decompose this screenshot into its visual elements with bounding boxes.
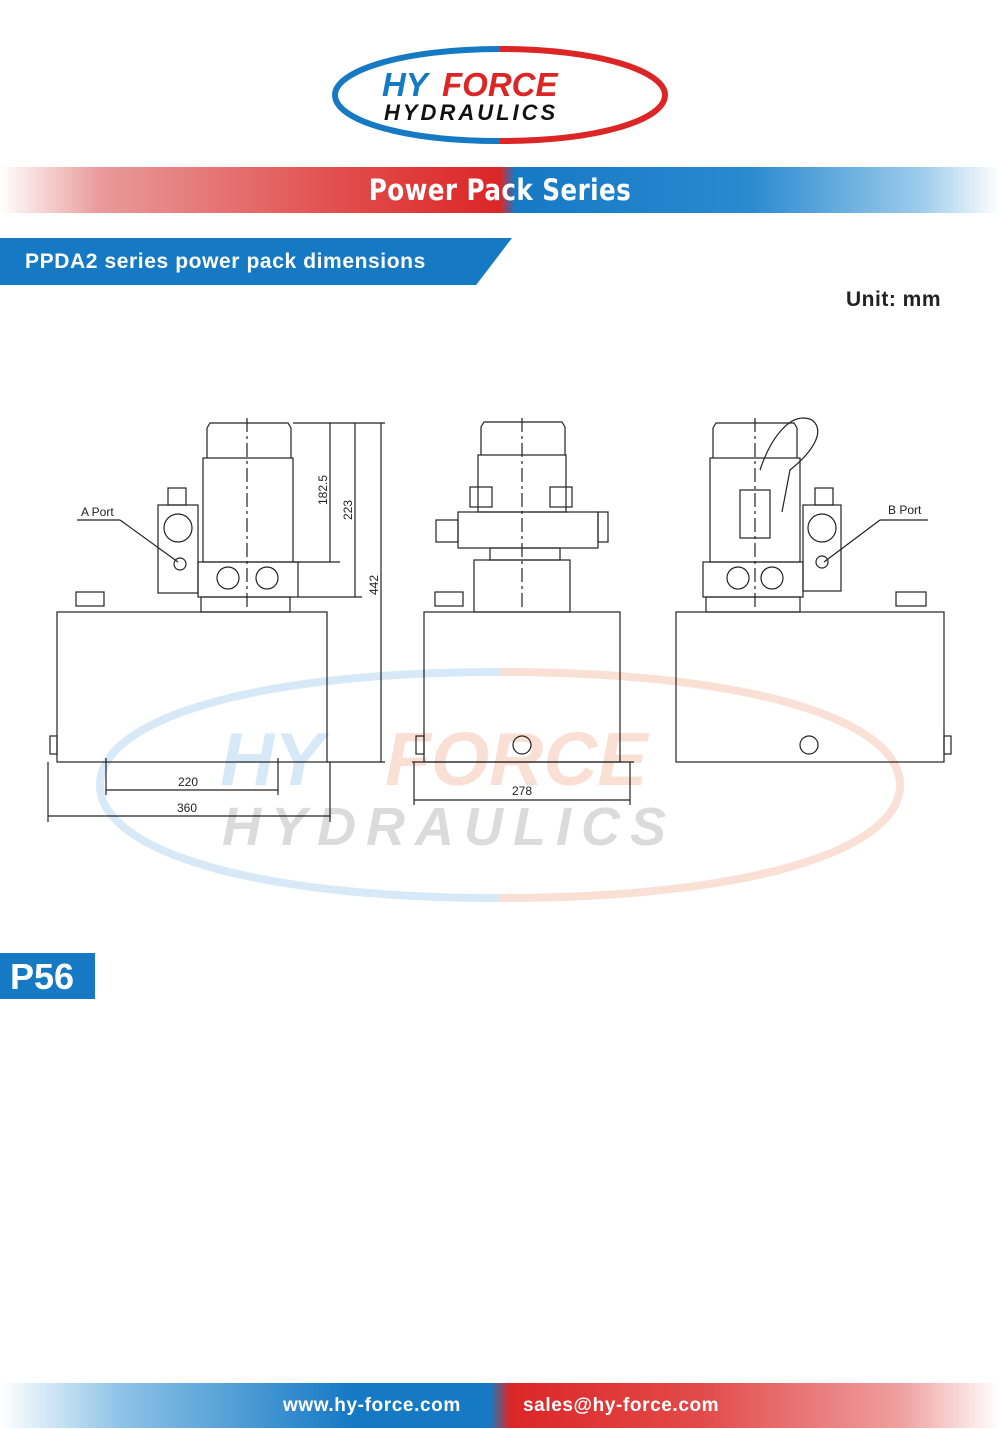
watermark-hydraulics: HYDRAULICS — [222, 797, 676, 857]
dim-223: 223 — [341, 500, 355, 520]
side-view-a — [47, 418, 385, 822]
watermark-hy: HY — [220, 717, 330, 801]
logo-force: FORCE — [442, 66, 558, 103]
dim-220: 220 — [178, 775, 198, 789]
front-view — [412, 418, 634, 805]
dim-278: 278 — [512, 784, 532, 798]
section-title: PPDA2 series power pack dimensions — [25, 250, 426, 273]
watermark: HY FORCE HYDRAULICS — [95, 668, 905, 902]
b-port-label: B Port — [888, 503, 922, 517]
dim-442: 442 — [367, 575, 381, 595]
email-link[interactable]: sales@hy-force.com — [523, 1395, 720, 1416]
side-view-b — [675, 417, 952, 763]
section-header: PPDA2 series power pack dimensions — [0, 238, 512, 285]
page-number-badge: P56 — [0, 953, 95, 999]
logo-hydraulics: HYDRAULICS — [384, 100, 558, 125]
a-port-label: A Port — [81, 505, 114, 519]
dim-182-5: 182.5 — [316, 475, 330, 505]
banner-title: Power Pack Series — [368, 173, 632, 207]
page-number: P56 — [10, 956, 75, 997]
dimension-drawing: HY FORCE HYDRAULICS — [47, 417, 952, 902]
unit-label: Unit: mm — [846, 288, 941, 311]
watermark-force: FORCE — [385, 717, 649, 801]
website-link[interactable]: www.hy-force.com — [283, 1395, 461, 1416]
series-banner: Power Pack Series — [0, 167, 1000, 213]
logo-hy: HY — [382, 66, 431, 103]
hyforce-logo: HY FORCE HYDRAULICS — [332, 46, 668, 144]
footer-bar: www.hy-force.com sales@hy-force.com — [0, 1383, 1000, 1428]
dim-360: 360 — [177, 801, 197, 815]
